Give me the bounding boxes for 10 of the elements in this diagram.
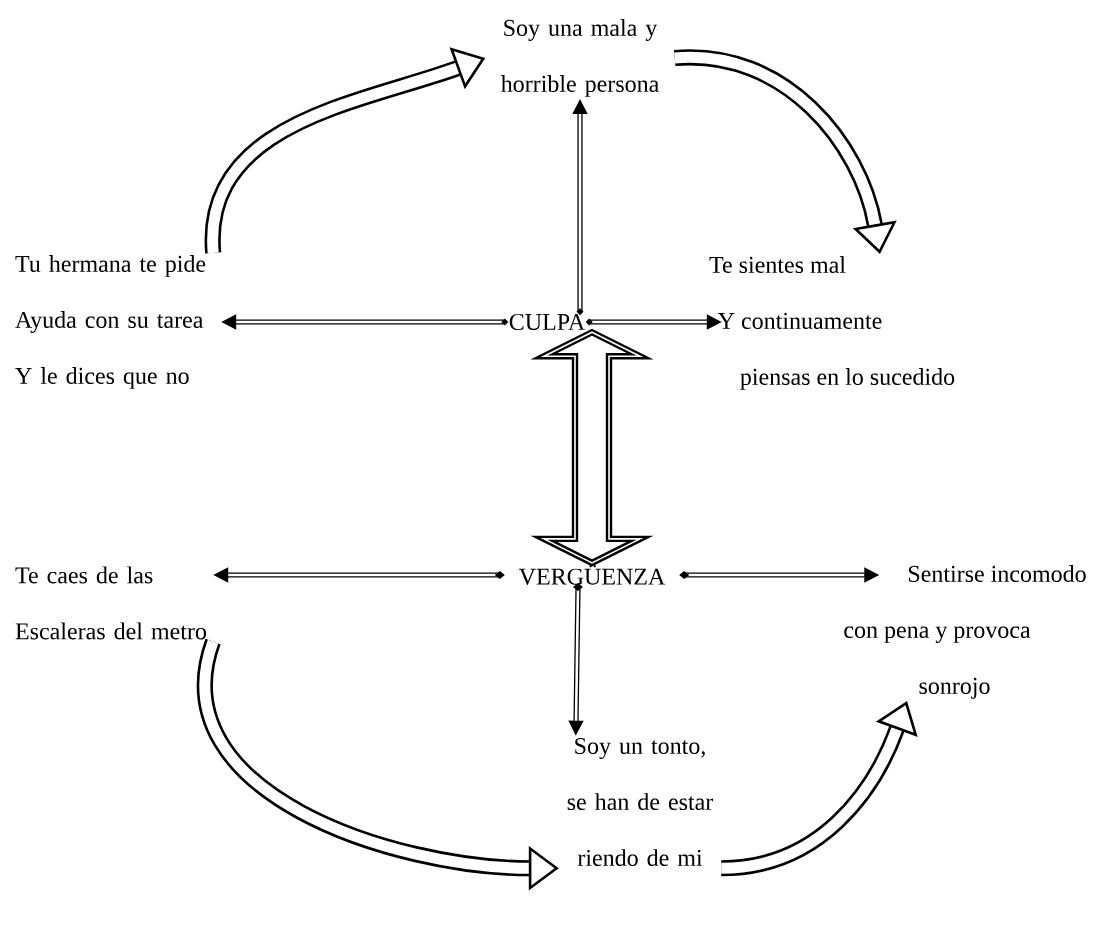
statement-text: Te caes de las Escaleras del metro xyxy=(15,566,206,640)
arrow xyxy=(572,99,588,312)
emotion-label: CULPA xyxy=(509,313,586,331)
statement-text: Soy un tonto, se han de estar riendo de mi xyxy=(567,737,714,867)
curved-arrow xyxy=(674,49,897,254)
statement-text: Soy una mala y horrible persona xyxy=(500,19,659,97)
statement-text: Sentirse incomodo con pena y provoca sonrojo xyxy=(844,565,1086,699)
statement-text: Te sientes mal Y continuamente piensas en lo sucedido xyxy=(709,256,955,390)
emotion-label: VERGÜENZA xyxy=(518,565,666,585)
statement-text: Tu hermana te pide Ayuda con su tarea Y le dices que no xyxy=(15,255,206,389)
